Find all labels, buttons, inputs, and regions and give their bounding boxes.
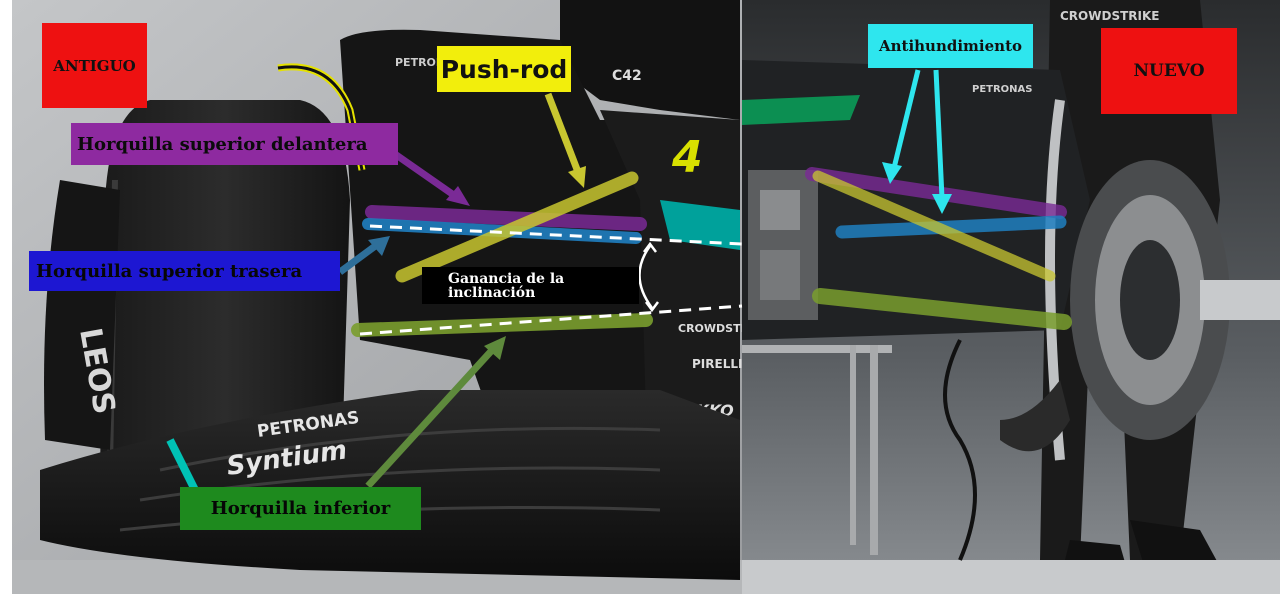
cyan-arrow-1: [891, 69, 921, 169]
yellow-arrow: [544, 92, 582, 174]
right-upper-front-arm: [805, 167, 1067, 219]
horquilla-superior-delantera-arm: [365, 205, 647, 231]
green-arrow: [365, 345, 497, 489]
label-ganancia-inclinacion: Ganancia de la inclinación: [422, 267, 639, 304]
pirelli-text: PIRELLI: [692, 357, 742, 371]
c42-text: C42: [612, 68, 642, 84]
right-lower-arm: [812, 288, 1072, 330]
lower-reference-line: [359, 304, 743, 336]
blue-arrow: [337, 241, 381, 275]
label-antiguo: ANTIGUO: [42, 23, 147, 108]
camber-gain-arrow: [638, 245, 654, 309]
label-horquilla-inferior: Horquilla inferior: [180, 487, 421, 530]
right-push-rod-arm: [812, 170, 1056, 282]
front-wing: [40, 390, 740, 580]
push-rod-arm: [395, 171, 639, 283]
left-suspension-overlays: [351, 171, 743, 337]
label-push-rod: Push-rod: [437, 46, 571, 92]
cyan-arrow-2: [933, 69, 945, 199]
car-number: 4: [671, 132, 703, 183]
crowdstrike-shirt-text: CROWDSTRIKE: [1060, 9, 1159, 23]
new-chassis: [742, 60, 1090, 340]
right-upper-rear-arm: [835, 215, 1067, 239]
label-horquilla-superior-delantera: Horquilla superior delantera: [71, 123, 398, 165]
petronas-right-text: PETRONAS: [972, 84, 1033, 95]
label-nuevo: NUEVO: [1101, 28, 1237, 114]
annotation-arrows: [337, 69, 952, 489]
right-suspension-overlays: [805, 167, 1072, 330]
label-antihundimiento: Antihundimiento: [868, 24, 1033, 68]
label-horquilla-superior-trasera: Horquilla superior trasera: [29, 251, 340, 291]
purple-arrow: [389, 149, 461, 201]
upper-reference-line: [369, 224, 743, 246]
